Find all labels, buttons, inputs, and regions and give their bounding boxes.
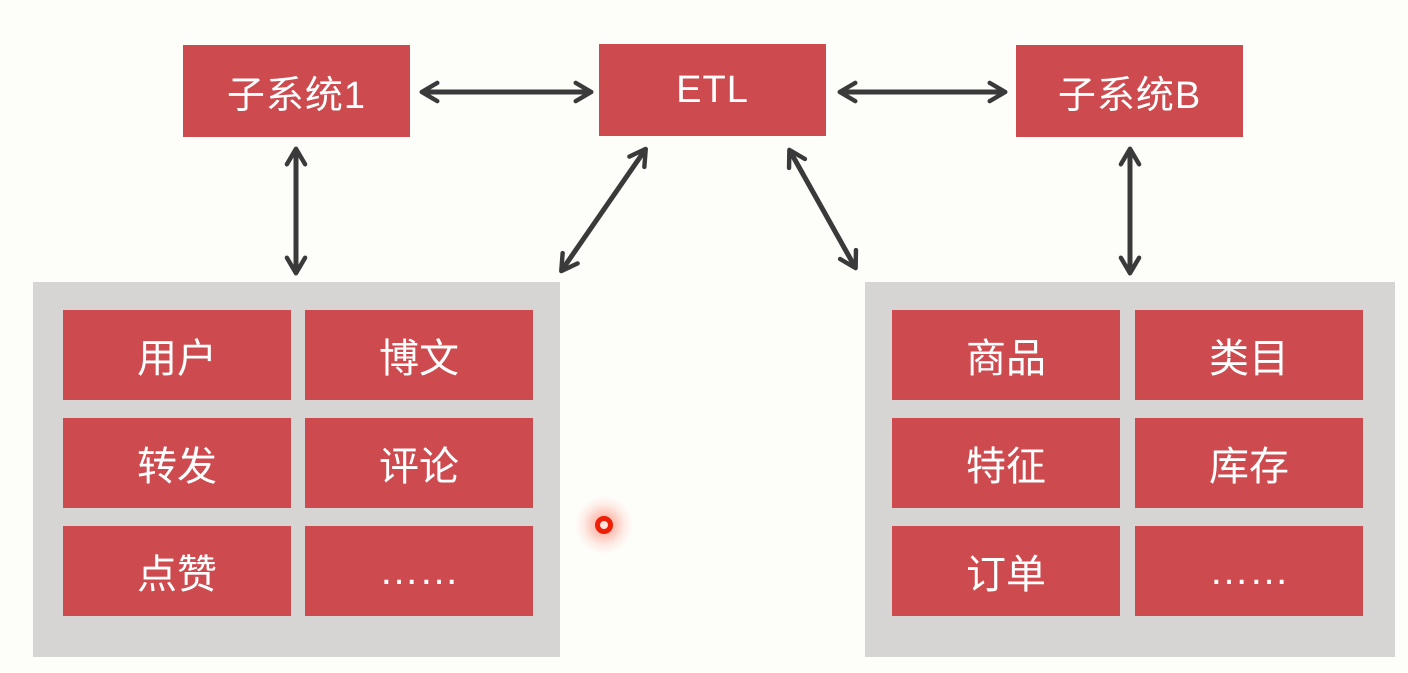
left-item-comments: 评论 [305,418,533,508]
right-item-features: 特征 [892,418,1120,508]
arrow-etl-right-group [786,147,859,271]
left-item-likes: 点赞 [63,526,291,616]
laser-pointer-ring [595,516,613,534]
right-item-inventory: 库存 [1135,418,1363,508]
right-item-orders: 订单 [892,526,1120,616]
left-item-blogposts: 博文 [305,310,533,400]
node-subsystem1: 子系统1 [183,45,410,137]
node-subsystemB: 子系统B [1016,45,1243,137]
right-item-categories: 类目 [1135,310,1363,400]
right-item-ellipsis: …… [1135,526,1363,616]
arrow-etl-left-group [559,146,648,274]
laser-pointer-dot [574,495,634,555]
left-item-users: 用户 [63,310,291,400]
right-item-products: 商品 [892,310,1120,400]
group-right-datasets: 商品 类目 特征 库存 订单 …… [865,282,1395,657]
group-left-datasets: 用户 博文 转发 评论 点赞 …… [33,282,560,657]
left-item-reposts: 转发 [63,418,291,508]
left-item-ellipsis: …… [305,526,533,616]
node-etl: ETL [599,44,826,136]
